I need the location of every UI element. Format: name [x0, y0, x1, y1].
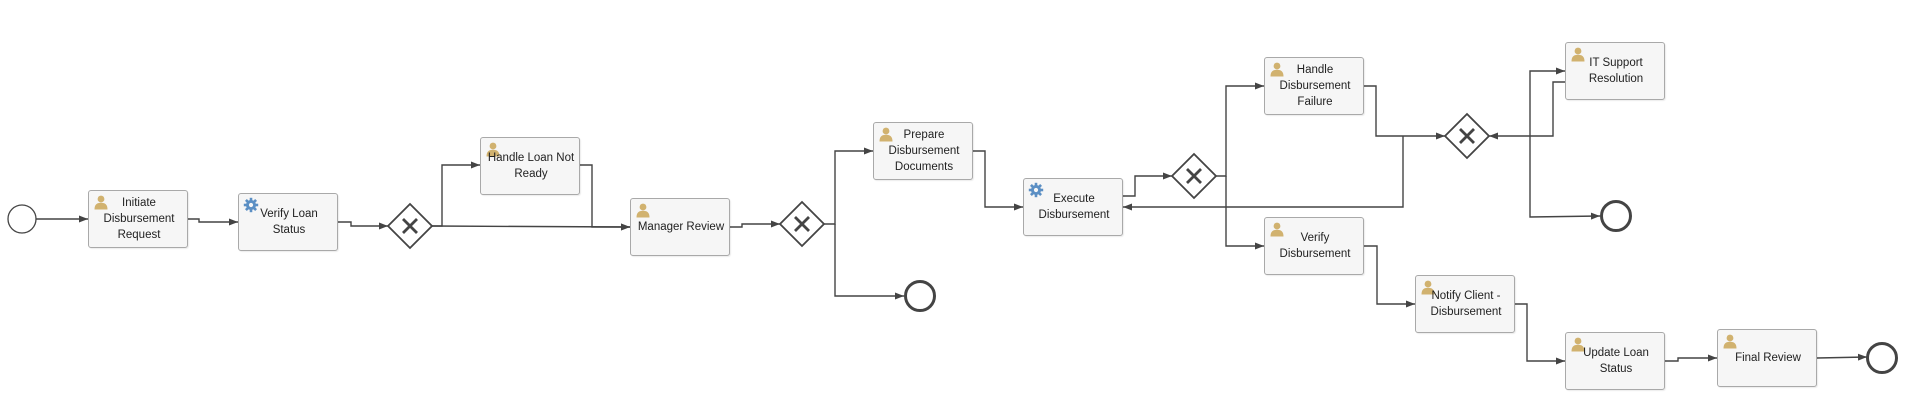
task-label: Notify Client - Disbursement: [1430, 290, 1502, 318]
flow-prepare-to-execute[interactable]: [973, 150, 1023, 211]
user-icon: [94, 195, 108, 210]
task-it-support-resolution[interactable]: IT Support Resolution: [1565, 42, 1665, 100]
end-event-rejected[interactable]: [904, 280, 936, 312]
flow-execute-to-gateway[interactable]: [1123, 172, 1172, 197]
gateway-failure-resolution[interactable]: [1443, 112, 1491, 160]
flow-verify-disbursement-to-notify[interactable]: [1364, 245, 1415, 308]
task-label: Execute Disbursement: [1038, 193, 1110, 221]
exclusive-x-icon: [402, 218, 418, 234]
user-icon: [1421, 280, 1435, 295]
flow-gateway-to-prepare-documents[interactable]: [824, 147, 873, 225]
flow-it-support-to-resolution-gateway[interactable]: [1489, 81, 1565, 140]
flow-notify-to-update-loan[interactable]: [1515, 303, 1565, 365]
task-manager-review[interactable]: Manager Review: [630, 198, 730, 256]
end-event-complete[interactable]: [1866, 342, 1898, 374]
flow-final-review-to-end[interactable]: [1816, 353, 1868, 361]
task-label: Handle Disbursement Failure: [1279, 64, 1351, 108]
task-label: Manager Review: [637, 221, 725, 233]
flow-handle-not-ready-to-manager-review[interactable]: [580, 164, 630, 231]
flow-gateway-to-handle-failure[interactable]: [1216, 82, 1264, 177]
flow-gateway-to-end-rejected[interactable]: [834, 224, 904, 300]
task-final-review[interactable]: Final Review: [1717, 329, 1817, 387]
user-icon: [1571, 337, 1585, 352]
task-verify-disbursement[interactable]: Verify Disbursement: [1264, 217, 1364, 275]
user-icon: [879, 127, 893, 142]
flow-update-loan-to-final-review[interactable]: [1665, 354, 1717, 362]
flow-resolution-gateway-to-end-failure[interactable]: [1529, 136, 1601, 220]
flow-gateway-to-verify-disbursement[interactable]: [1225, 176, 1264, 250]
task-handle-disbursement-failure[interactable]: Handle Disbursement Failure: [1264, 57, 1364, 115]
gear-icon: [243, 197, 259, 213]
task-execute-disbursement[interactable]: Execute Disbursement: [1023, 178, 1123, 236]
task-label: Handle Loan Not Ready: [487, 152, 575, 180]
start-event[interactable]: [7, 204, 37, 234]
flow-resolution-gateway-to-execute[interactable]: [1123, 136, 1404, 211]
sequence-flows: [31, 67, 1868, 365]
gear-icon: [1028, 182, 1044, 198]
user-icon: [1571, 47, 1585, 62]
task-label: Update Loan Status: [1583, 347, 1649, 375]
end-event-failure[interactable]: [1600, 200, 1632, 232]
gateway-manager-decision[interactable]: [778, 200, 826, 248]
task-prepare-disbursement-documents[interactable]: Prepare Disbursement Documents: [873, 122, 973, 180]
flow-resolution-gateway-to-it-support[interactable]: [1529, 67, 1565, 136]
flow-initiate-to-verify[interactable]: [188, 218, 238, 226]
task-label: Final Review: [1735, 352, 1801, 364]
task-label: Prepare Disbursement Documents: [888, 129, 960, 173]
task-verify-loan-status[interactable]: Verify Loan Status: [238, 193, 338, 251]
task-label: Verify Loan Status: [260, 208, 318, 236]
exclusive-x-icon: [794, 216, 810, 232]
flow-handle-failure-to-resolution-gateway[interactable]: [1364, 85, 1445, 140]
task-update-loan-status[interactable]: Update Loan Status: [1565, 332, 1665, 390]
flow-verify-to-gateway[interactable]: [338, 221, 388, 230]
exclusive-x-icon: [1186, 168, 1202, 184]
task-notify-client-disbursement[interactable]: Notify Client - Disbursement: [1415, 275, 1515, 333]
gateway-loan-status[interactable]: [386, 202, 434, 250]
task-label: IT Support Resolution: [1588, 57, 1644, 85]
gateway-execution-result[interactable]: [1170, 152, 1218, 200]
user-icon: [486, 142, 500, 157]
exclusive-x-icon: [1459, 128, 1475, 144]
flow-manager-review-to-gateway[interactable]: [730, 220, 780, 228]
task-label: Verify Disbursement: [1279, 232, 1351, 260]
user-icon: [1270, 62, 1284, 77]
task-initiate-disbursement-request[interactable]: Initiate Disbursement Request: [88, 190, 188, 248]
task-label: Initiate Disbursement Request: [103, 197, 175, 241]
user-icon: [1270, 222, 1284, 237]
user-icon: [636, 203, 650, 218]
task-handle-loan-not-ready[interactable]: Handle Loan Not Ready: [480, 137, 580, 195]
flow-gateway-to-handle-not-ready[interactable]: [432, 161, 480, 227]
user-icon: [1723, 334, 1737, 349]
